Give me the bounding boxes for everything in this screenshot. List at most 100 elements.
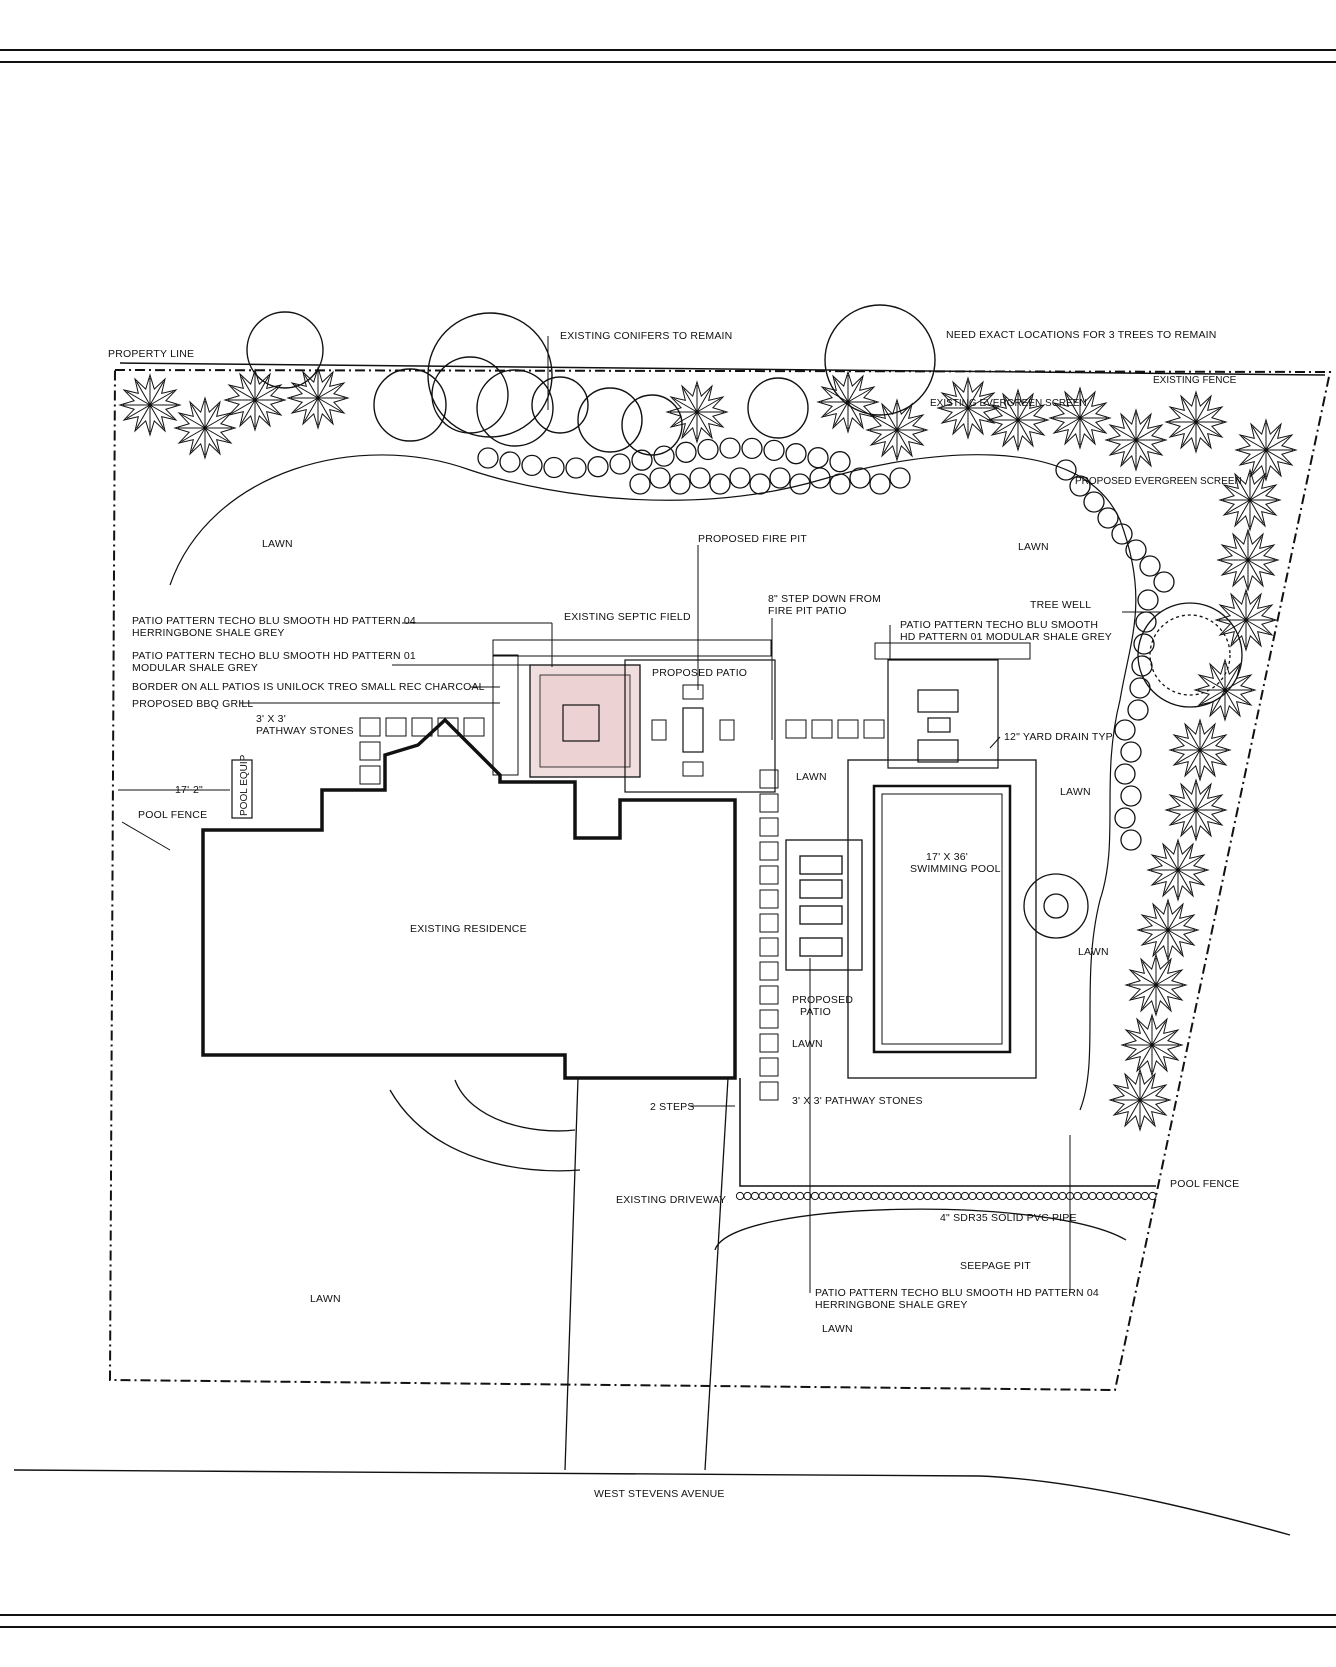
label-dim-17-2: 17'-2" <box>175 784 203 796</box>
pipe-segment <box>975 1191 985 1201</box>
shrub-icon <box>709 473 731 495</box>
pipe-segment <box>915 1191 925 1201</box>
fire-pit-patio <box>492 654 776 793</box>
shrub-icon <box>649 467 671 489</box>
label-lawn-center: LAWN <box>796 771 827 783</box>
label-proposed-patio-side-1: PROPOSED <box>792 994 853 1006</box>
label-lawn-nw: LAWN <box>262 538 293 550</box>
label-seepage-pit: SEEPAGE PIT <box>960 1260 1031 1272</box>
evergreen-tree-icon <box>1234 418 1298 482</box>
evergreen-tree-icon <box>816 370 880 434</box>
pipe-segment <box>968 1191 977 1201</box>
pipe-segment <box>990 1191 1000 1201</box>
pathway-stone <box>759 865 779 885</box>
shrub-icon <box>1153 571 1175 593</box>
label-step-down-2: FIRE PIT PATIO <box>768 605 847 617</box>
label-proposed-fire-pit: PROPOSED FIRE PIT <box>698 533 807 545</box>
pipe-segment <box>945 1191 955 1201</box>
pipe-segment <box>743 1191 752 1201</box>
pathway-stone <box>759 961 779 981</box>
shrub-icon <box>629 473 651 495</box>
shrub-icon <box>1120 741 1142 763</box>
label-pool-fence-left: POOL FENCE <box>138 809 207 821</box>
pipe-segment <box>1073 1191 1082 1201</box>
pipe-segment <box>885 1191 895 1201</box>
label-pool-2: SWIMMING POOL <box>910 863 1001 875</box>
pathway-stone <box>759 1081 779 1101</box>
evergreen-tree-icon <box>286 366 350 430</box>
label-patio-herringbone-1: PATIO PATTERN TECHO BLU SMOOTH HD PATTER… <box>132 615 416 627</box>
shrub-icon <box>653 445 675 467</box>
evergreen-tree-icon <box>173 396 237 460</box>
label-pathway-stones-bottom: 3' X 3' PATHWAY STONES <box>792 1095 923 1107</box>
swimming-pool <box>847 759 1037 1079</box>
label-proposed-patio-top: PROPOSED PATIO <box>652 667 747 679</box>
pipe-segment <box>1140 1191 1150 1201</box>
label-existing-septic-field: EXISTING SEPTIC FIELD <box>564 611 691 623</box>
lawn-curve <box>169 454 1137 1111</box>
pipe-segment <box>788 1191 797 1201</box>
pipe-segment <box>795 1191 805 1201</box>
pipe-segment <box>900 1191 910 1201</box>
shrub-icon <box>499 451 521 473</box>
pipe-segment <box>758 1191 767 1201</box>
label-patio-modular-2: MODULAR SHALE GREY <box>132 662 258 674</box>
evergreen-tree-icon <box>1168 718 1232 782</box>
label-patio-modular-1: PATIO PATTERN TECHO BLU SMOOTH HD PATTER… <box>132 650 416 662</box>
pvc-pipe-row <box>735 1191 1157 1201</box>
round-table <box>1023 873 1089 939</box>
shrub-icon <box>849 467 871 489</box>
label-border-all-patios: BORDER ON ALL PATIOS IS UNILOCK TREO SMA… <box>132 681 485 693</box>
pathway-stone <box>759 1009 779 1029</box>
label-lawn-right-top: LAWN <box>1060 786 1091 798</box>
evergreen-tree-icon <box>1104 408 1168 472</box>
evergreen-tree-icon <box>1164 778 1228 842</box>
evergreen-tree-icon <box>1218 468 1282 532</box>
shrub-icon <box>1129 677 1151 699</box>
pipe-segment <box>1103 1191 1112 1201</box>
label-proposed-evergreen-screen: PROPOSED EVERGREEN SCREEN <box>1075 476 1242 487</box>
pathway-stone <box>759 937 779 957</box>
proposed-evergreen-screen <box>477 437 1175 851</box>
shrub-icon <box>1114 719 1136 741</box>
pipe-segment <box>1110 1191 1120 1201</box>
label-pvc-pipe: 4" SDR35 SOLID PVC PIPE <box>940 1212 1077 1224</box>
pathway-stone <box>759 841 779 861</box>
label-property-line: PROPERTY LINE <box>108 348 194 360</box>
shrub-icon <box>809 467 831 489</box>
pipe-segment <box>773 1191 782 1201</box>
pipe-segment <box>1095 1191 1105 1201</box>
evergreen-tree-icon <box>1124 953 1188 1017</box>
evergreen-tree-icon <box>1216 528 1280 592</box>
pipe-segment <box>908 1191 917 1201</box>
sheet-border <box>0 49 1336 1628</box>
pipe-segment <box>938 1191 947 1201</box>
label-step-down-1: 8" STEP DOWN FROM <box>768 593 881 605</box>
pathway-stone <box>759 1033 779 1053</box>
pipe-segment <box>825 1191 835 1201</box>
shrub-icon <box>1125 539 1147 561</box>
pool-equipment <box>231 759 253 819</box>
pipe-segment <box>878 1191 887 1201</box>
shrub-icon <box>749 473 771 495</box>
evergreen-tree-icon <box>1214 588 1278 652</box>
label-patio-right-1: PATIO PATTERN TECHO BLU SMOOTH <box>900 619 1098 631</box>
pool-patio-top <box>887 659 999 769</box>
shrub-icon <box>869 473 891 495</box>
shrub-icon <box>1137 589 1159 611</box>
shrub-icon <box>829 473 851 495</box>
evergreen-tree-icon <box>865 398 929 462</box>
label-street: WEST STEVENS AVENUE <box>594 1488 725 1500</box>
shrub-icon <box>1097 507 1119 529</box>
label-lawn-bottom-right: LAWN <box>822 1323 853 1335</box>
shrub-icon <box>543 456 565 479</box>
pipe-segment <box>780 1191 790 1201</box>
pipe-segment <box>840 1191 850 1201</box>
existing-driveway <box>389 1077 1127 1471</box>
pipe-segment <box>833 1191 842 1201</box>
label-lawn-ne: LAWN <box>1018 541 1049 553</box>
evergreen-tree-icon <box>986 388 1050 452</box>
shrub-icon <box>631 449 653 471</box>
shrub-icon <box>675 441 697 463</box>
